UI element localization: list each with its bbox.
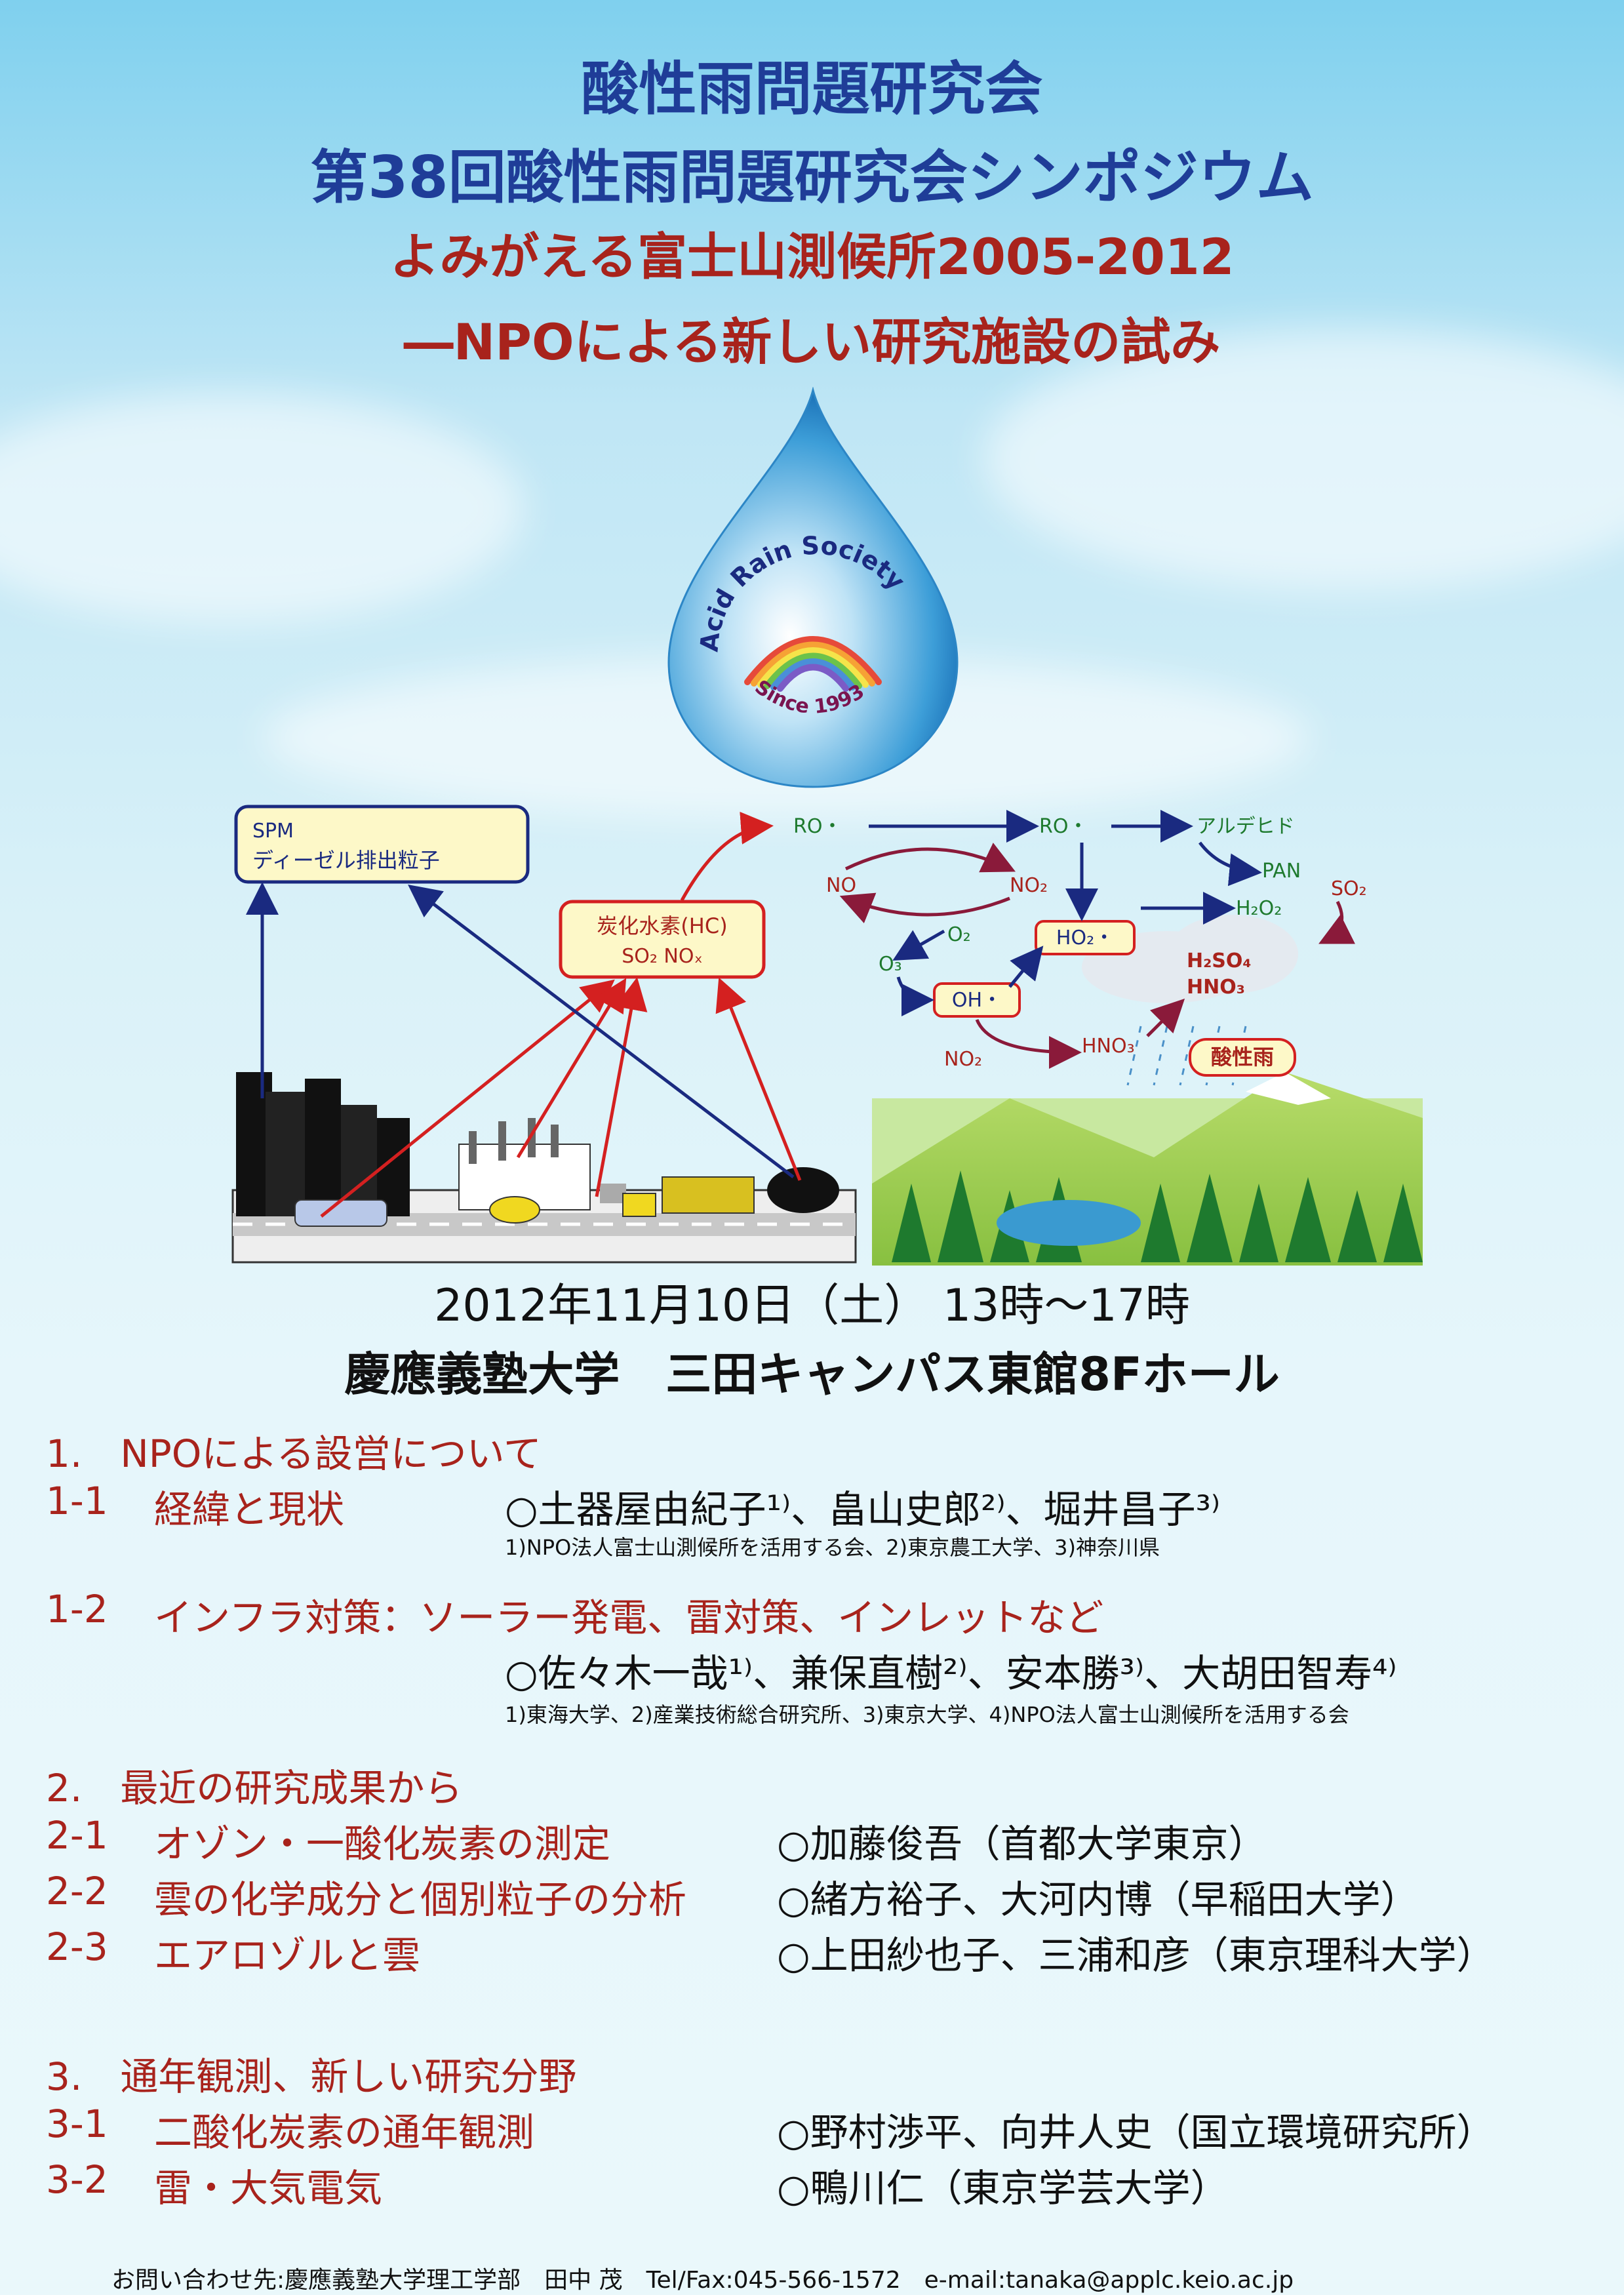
label-h2o2: H₂O₂ <box>1236 897 1282 920</box>
symposium-title: 第38回酸性雨問題研究会シンポジウム <box>310 144 1314 211</box>
item-2-1-number: 2-1 <box>46 1813 108 1858</box>
oh-box <box>933 982 1021 1018</box>
subtitle-line2: ―NPOによる新しい研究施設の試み <box>403 313 1221 371</box>
spm-label: SPM <box>252 820 294 843</box>
item-2-3-speakers: ○上田紗也子、三浦和彦（東京理科大学） <box>777 1933 1495 1978</box>
label-no2-bottom: NO₂ <box>944 1048 982 1071</box>
label-acid-rain: 酸性雨 <box>1211 1045 1274 1069</box>
ho2-box <box>1035 920 1136 955</box>
hc-label: 炭化水素(HC) <box>597 913 727 938</box>
spm-label-2: ディーゼル排出粒子 <box>252 848 440 873</box>
item-1-2-affiliations: 1)東海大学、2)産業技術総合研究所、3)東京大学、4)NPO法人富士山測候所を… <box>505 1702 1349 1727</box>
item-1-1-affiliations: 1)NPO法人富士山測候所を活用する会、2)東京農工大学、3)神奈川県 <box>505 1535 1160 1560</box>
section-2-title: 2. 最近の研究成果から <box>46 1766 463 1810</box>
label-no: NO <box>826 874 856 897</box>
item-2-1-title: オゾン・一酸化炭素の測定 <box>154 1822 611 1866</box>
city-scene <box>231 1072 857 1264</box>
label-so2: SO₂ <box>1331 877 1367 900</box>
cloud-decoration <box>0 393 525 623</box>
item-3-2-speakers: ○鴨川仁（東京学芸大学） <box>777 2166 1229 2210</box>
label-ro-2: RO・ <box>1039 815 1088 838</box>
cloud-decoration <box>983 328 1624 590</box>
item-1-2-title: インフラ対策：ソーラー発電、雷対策、インレットなど <box>154 1595 1104 1640</box>
section-1-title: 1. NPOによる設営について <box>46 1431 542 1476</box>
acid-rain-society-logo: Acid Rain Society Since 1993 <box>667 387 959 788</box>
item-2-2-speakers: ○緒方裕子、大河内博（早稲田大学） <box>777 1877 1419 1922</box>
item-2-2-number: 2-2 <box>46 1869 108 1913</box>
label-o2: O₂ <box>947 923 971 946</box>
item-1-2-speakers: ○佐々木一哉¹⁾、兼保直樹²⁾、安本勝³⁾、大胡田智寿⁴⁾ <box>505 1651 1397 1696</box>
item-1-2-number: 1-2 <box>46 1587 108 1631</box>
label-h2so4: H₂SO₄ <box>1187 949 1252 972</box>
hc-box <box>559 900 766 979</box>
item-3-1-title: 二酸化炭素の通年観測 <box>154 2110 535 2155</box>
label-hno3: HNO₃ <box>1082 1035 1135 1058</box>
label-hno3-cloud: HNO₃ <box>1187 976 1245 999</box>
item-2-2-title: 雲の化学成分と個別粒子の分析 <box>154 1877 687 1922</box>
label-ho2: HO₂・ <box>1056 927 1114 949</box>
section-3-title: 3. 通年観測、新しい研究分野 <box>46 2054 577 2099</box>
event-venue: 慶應義塾大学 三田キャンパス東館8Fホール <box>344 1347 1280 1401</box>
item-2-3-title: エアロゾルと雲 <box>154 1933 421 1978</box>
item-3-1-speakers: ○野村渉平、向井人史（国立環境研究所） <box>777 2110 1495 2155</box>
item-3-2-title: 雷・大気電気 <box>154 2166 383 2210</box>
item-1-1-title: 経緯と現状 <box>154 1487 345 1532</box>
org-title: 酸性雨問題研究会 <box>581 55 1043 123</box>
label-pan: PAN <box>1262 860 1301 883</box>
label-oh: OH・ <box>952 989 1002 1012</box>
label-ro-1: RO・ <box>793 815 842 838</box>
item-1-1-speakers: ○土器屋由紀子¹⁾、畠山史郎²⁾、堀井昌子³⁾ <box>505 1487 1221 1532</box>
item-3-2-number: 3-2 <box>46 2157 108 2202</box>
spm-box <box>234 805 530 884</box>
label-aldehyde: アルデヒド <box>1197 815 1295 838</box>
subtitle-line1: よみがえる富士山測候所2005-2012 <box>389 228 1235 286</box>
acid-rain-box <box>1189 1038 1296 1077</box>
event-date: 2012年11月10日（土） 13時～17時 <box>434 1280 1190 1332</box>
label-no2-top: NO₂ <box>1010 874 1048 897</box>
acid-rain-diagram: SPM ディーゼル排出粒子 炭化水素(HC) SO₂ NOₓ RO・ RO・ ア… <box>231 805 1423 1266</box>
item-3-1-number: 3-1 <box>46 2102 108 2146</box>
item-1-1-number: 1-1 <box>46 1479 108 1523</box>
item-2-3-number: 2-3 <box>46 1925 108 1969</box>
item-2-1-speakers: ○加藤俊吾（首都大学東京） <box>777 1822 1267 1866</box>
contact-info: お問い合わせ先:慶應義塾大学理工学部 田中 茂 Tel/Fax:045-566-… <box>111 2267 1294 2294</box>
hc-label-2: SO₂ NOₓ <box>622 945 703 968</box>
forest-scene <box>872 915 1423 1266</box>
